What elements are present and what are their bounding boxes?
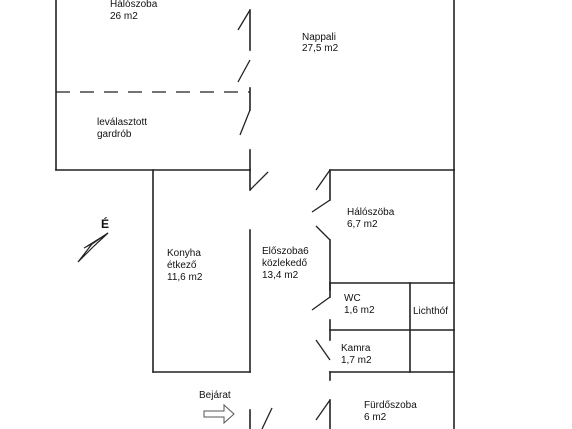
room-area: 13,4 m2 [262, 270, 299, 281]
room-label: Fürdőszoba [364, 400, 417, 411]
room-label: Konyha [167, 248, 201, 259]
walls [55, 0, 455, 429]
room-label: Hálószöba [347, 207, 395, 218]
room-label: WC [344, 293, 361, 304]
room-area: 27,5 m2 [302, 43, 339, 54]
room-label-line2: közlekedő [262, 258, 307, 269]
room-area: 26 m2 [110, 11, 138, 22]
room-area: gardrób [97, 129, 132, 140]
north-arrow-icon [77, 232, 109, 263]
room-area: 6 m2 [364, 412, 387, 423]
room-area: 11,6 m2 [167, 272, 203, 283]
room-label: Nappali [302, 32, 336, 43]
room-label: Előszoba6 [262, 246, 309, 257]
room-area: 6,7 m2 [347, 219, 378, 230]
room-label: leválasztott [97, 117, 147, 128]
room-area: 1,6 m2 [344, 305, 375, 316]
north-label: É [101, 216, 109, 231]
entrance-arrow-icon [203, 403, 235, 425]
doors [237, 9, 331, 429]
room-label: Lichthóf [413, 306, 448, 317]
room-label-line2: étkező [167, 260, 197, 271]
entrance-label: Bejárat [199, 390, 231, 401]
room-area: 1,7 m2 [341, 355, 372, 366]
room-label: Kamra [341, 343, 371, 354]
room-label: Hálószoba [110, 0, 158, 10]
